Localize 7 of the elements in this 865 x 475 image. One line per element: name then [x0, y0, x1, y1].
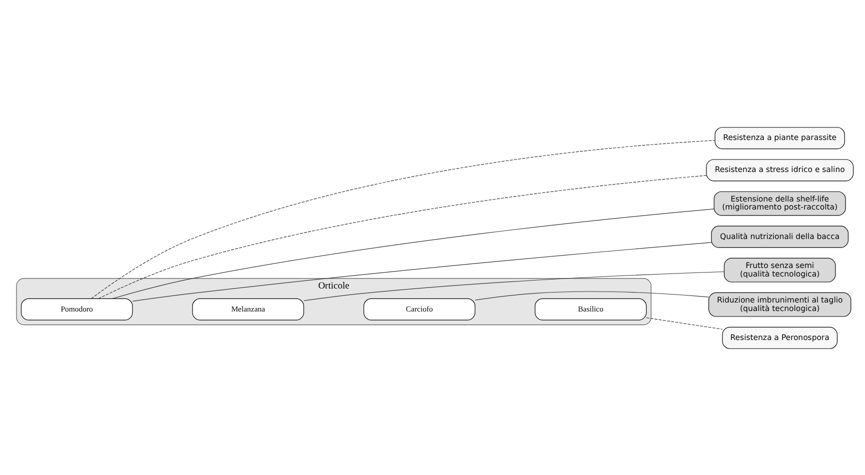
connector	[474, 290, 709, 300]
connector	[304, 270, 724, 301]
connector	[132, 242, 712, 301]
connector	[98, 174, 706, 298]
connector	[646, 316, 723, 330]
connector	[91, 140, 716, 298]
connector	[112, 208, 714, 298]
